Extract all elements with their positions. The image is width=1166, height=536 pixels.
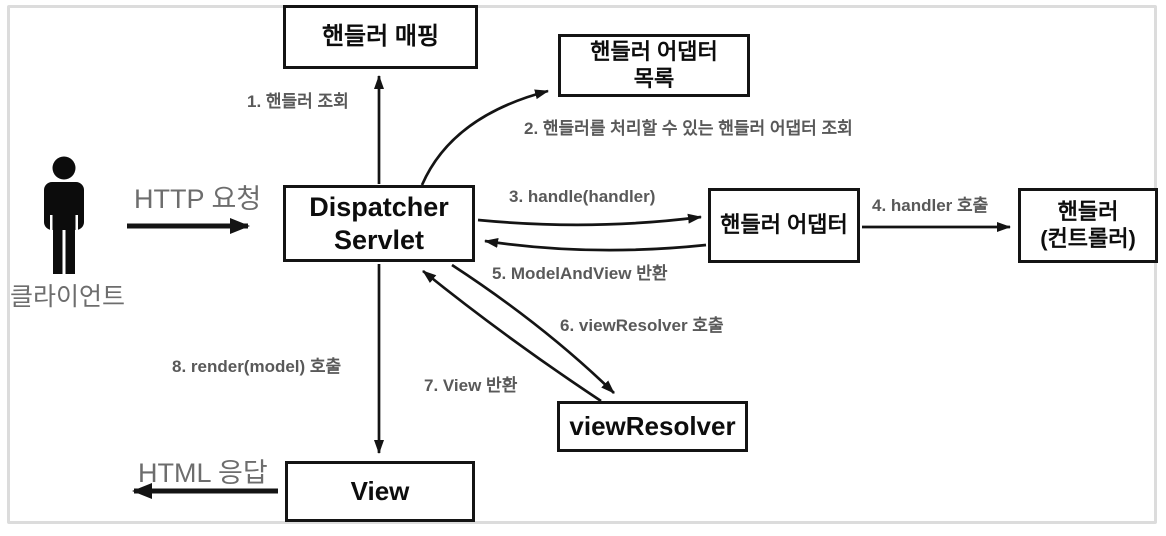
arrow-step7 — [422, 269, 602, 403]
view-resolver-box: viewResolver — [557, 401, 748, 452]
step2-label: 2. 핸들러를 처리할 수 있는 핸들러 어댑터 조회 — [524, 119, 853, 138]
handler-mapping-label: 핸들러 매핑 — [321, 23, 440, 51]
view-label: View — [350, 475, 410, 506]
http-request-label: HTTP 요청 — [134, 184, 262, 214]
handler-controller-line1: 핸들러 — [1057, 198, 1119, 224]
arrow-step3 — [477, 213, 702, 227]
client-person-icon — [44, 156, 84, 274]
step8-label: 8. render(model) 호출 — [172, 357, 342, 376]
arrow-step5 — [484, 237, 707, 252]
handler-adapter-list-line1: 핸들러 어댑터 — [590, 38, 718, 64]
step4-label: 4. handler 호출 — [872, 196, 989, 215]
step7-label: 7. View 반환 — [424, 376, 518, 395]
arrow-step2 — [420, 89, 549, 186]
handler-mapping-box: 핸들러 매핑 — [283, 5, 478, 69]
step5-label: 5. ModelAndView 반환 — [492, 264, 668, 283]
arrow-step6 — [451, 263, 615, 394]
handler-controller-line2: (컨트롤러) — [1040, 225, 1136, 251]
step6-label: 6. viewResolver 호출 — [560, 316, 724, 335]
handler-adapter-list-box: 핸들러 어댑터 목록 — [558, 34, 750, 97]
handler-adapter-box: 핸들러 어댑터 — [708, 188, 860, 263]
handler-adapter-list-line2: 목록 — [633, 65, 675, 91]
dispatcher-servlet-line1: Dispatcher — [309, 191, 449, 222]
view-resolver-label: viewResolver — [569, 410, 736, 441]
step3-label: 3. handle(handler) — [509, 187, 656, 206]
step1-label: 1. 핸들러 조회 — [247, 92, 349, 111]
handler-controller-box: 핸들러 (컨트롤러) — [1018, 188, 1158, 263]
html-response-label: HTML 응답 — [138, 458, 268, 488]
dispatcher-servlet-box: Dispatcher Servlet — [283, 185, 475, 262]
dispatcher-servlet-line2: Servlet — [333, 224, 425, 255]
handler-adapter-label: 핸들러 어댑터 — [720, 212, 848, 238]
client-label: 클라이언트 — [10, 283, 126, 311]
view-box: View — [285, 461, 475, 522]
